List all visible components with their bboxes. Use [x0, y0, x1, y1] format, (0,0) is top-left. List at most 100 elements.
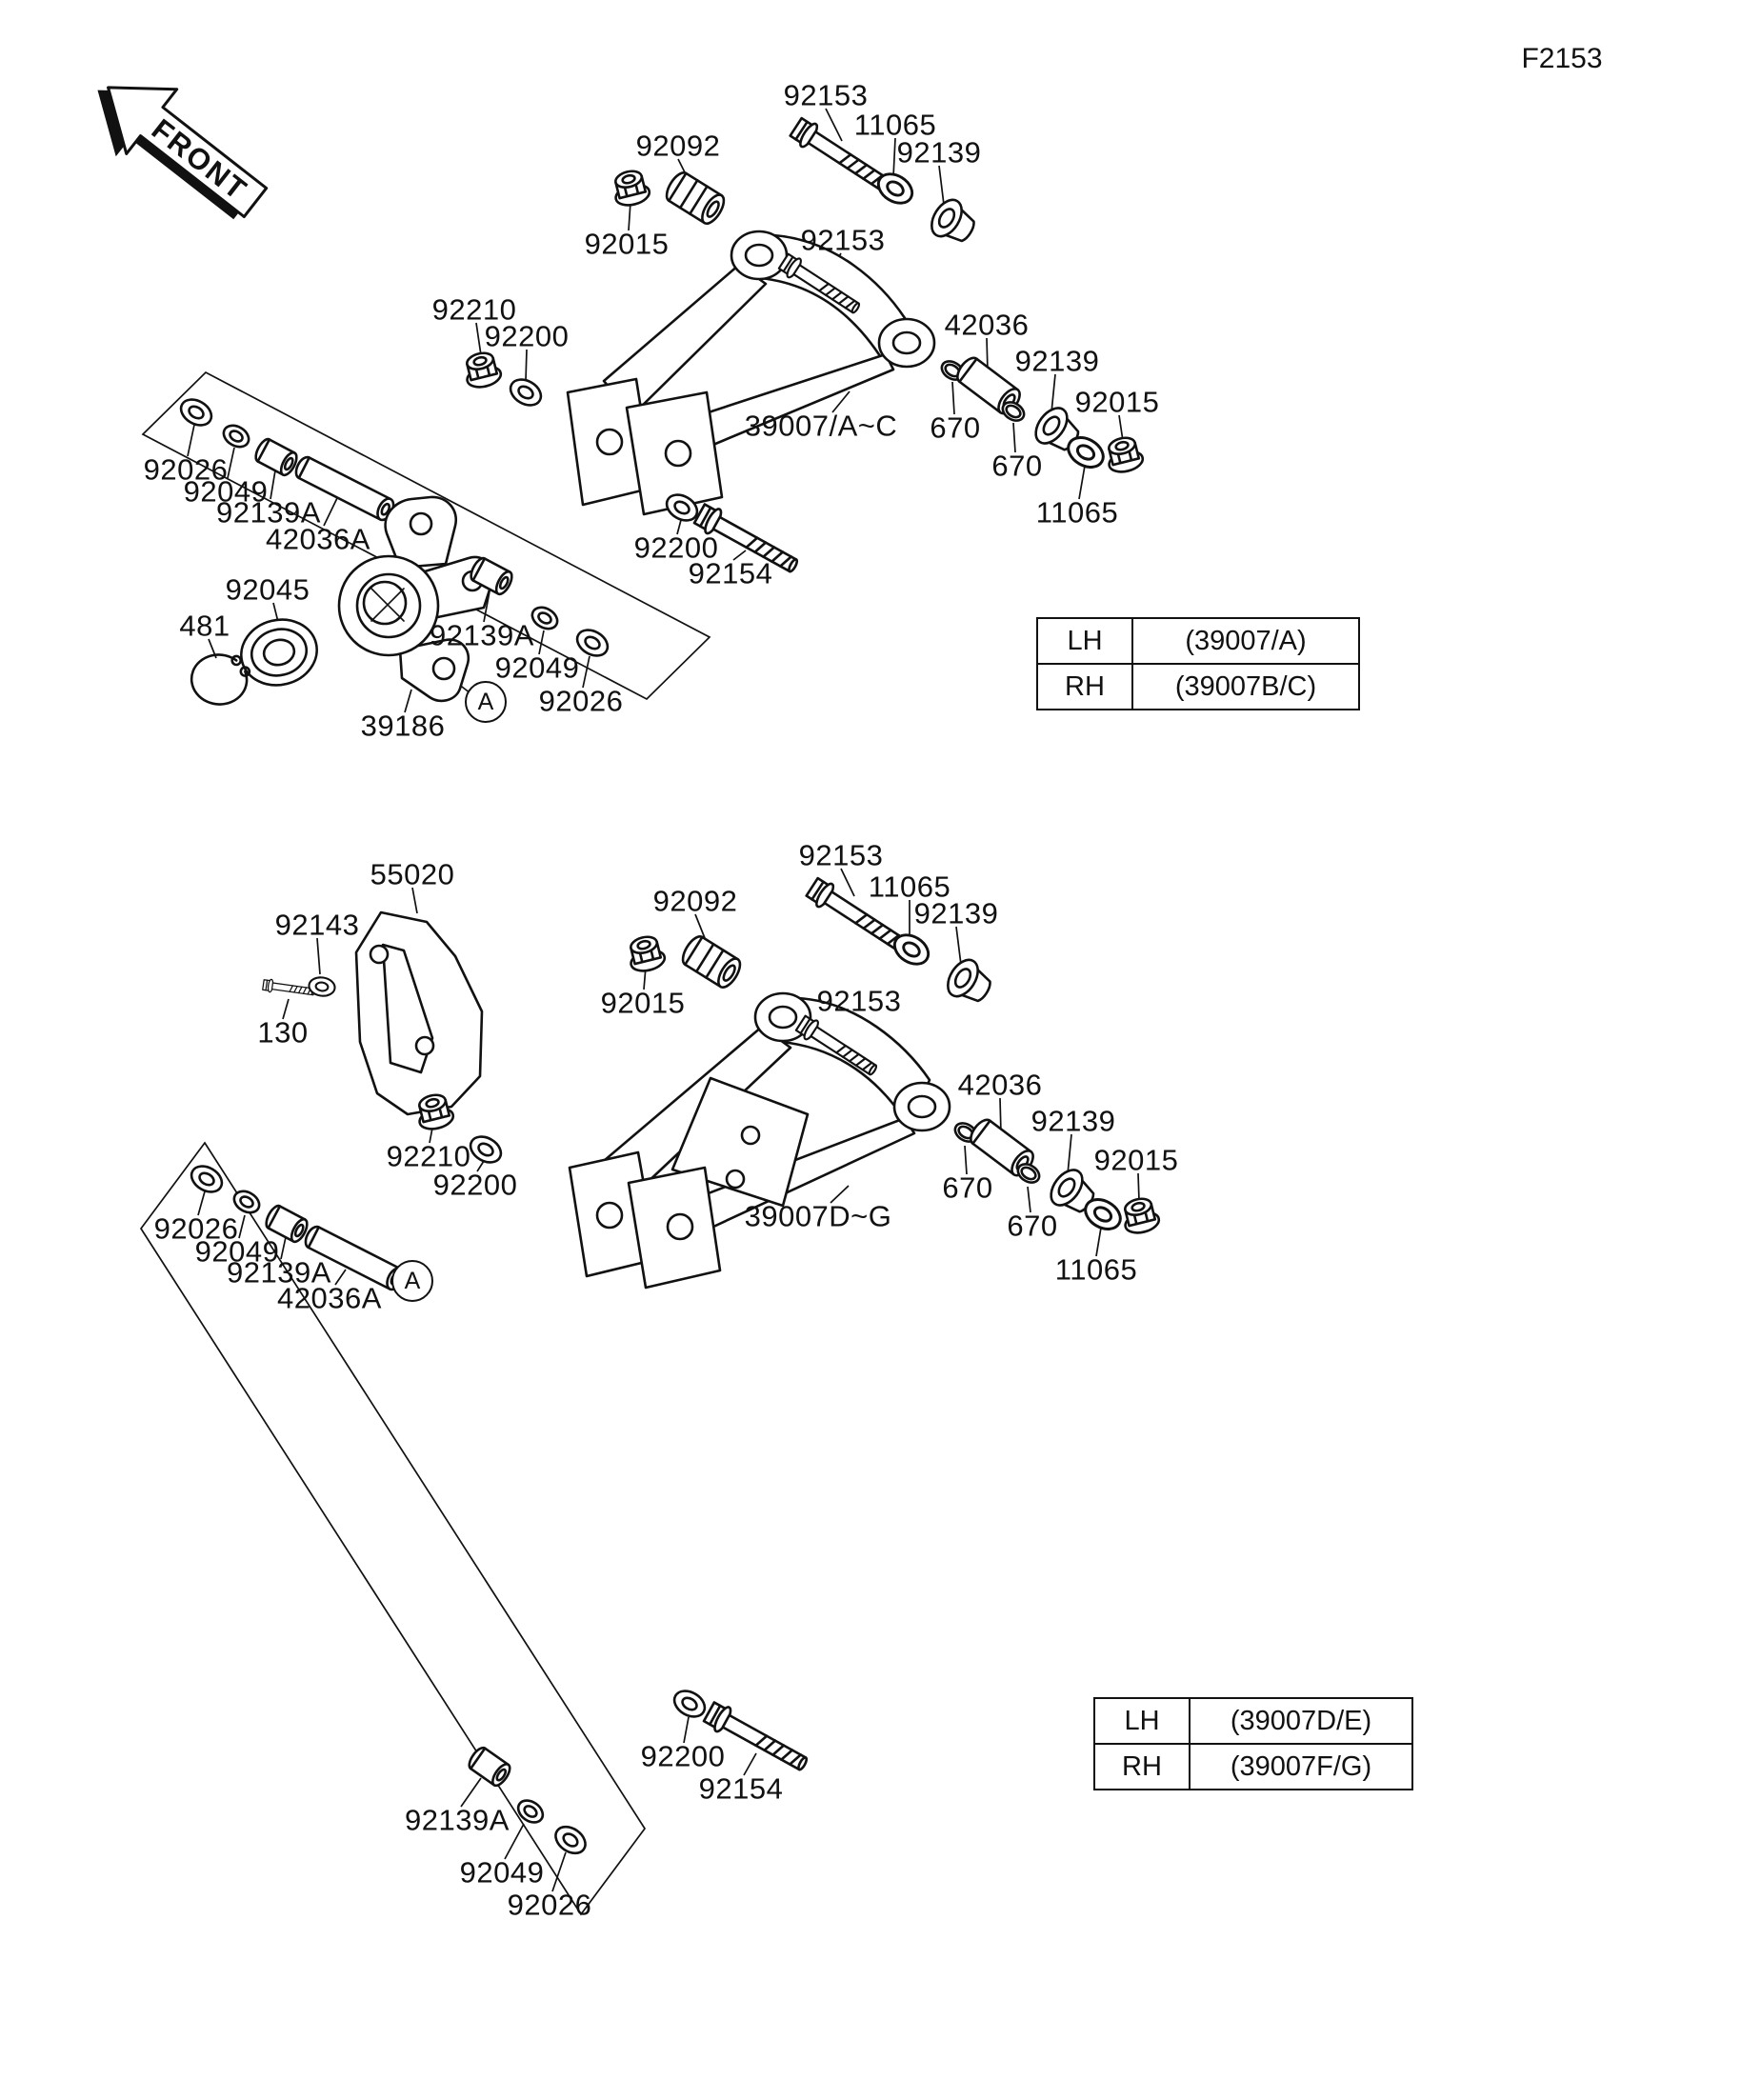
part-label-oring1-upper: 670: [930, 410, 981, 445]
part-label-bushing-right-upper: 92139A: [430, 618, 534, 652]
part-label-bearing-upper: 92045: [225, 572, 310, 607]
washer-drawing: [504, 372, 548, 412]
part-label-shaft-lower: 42036A: [277, 1281, 382, 1315]
washer-drawing: [174, 392, 218, 432]
flange-nut-drawing: [1102, 432, 1147, 477]
part-label-sleeve-lower: 42036: [957, 1068, 1043, 1102]
part-label-arm-lower: 39007D~G: [744, 1199, 892, 1233]
part-label-bolt-mid-upper: 92153: [800, 223, 886, 257]
part-label-oring2-lower: 670: [1007, 1209, 1058, 1243]
flange-nut-drawing: [1118, 1193, 1163, 1238]
part-label-washer-bolt-lower: 92200: [640, 1739, 726, 1773]
variant-table-upper: LH (39007/A) RH (39007B/C): [1036, 617, 1360, 710]
rubber-bushing-drawing: [677, 931, 746, 992]
washer-drawing: [549, 1820, 592, 1860]
table-cell-part-rh: (39007F/G): [1230, 1750, 1372, 1782]
upper-arm-drawing: [566, 230, 936, 516]
figure-code: F2153: [1521, 43, 1603, 74]
part-drawings: [174, 114, 1163, 1860]
part-label-bushing-bottom-lower: 92139A: [405, 1803, 510, 1837]
part-label-washer-pivot-upper: 92200: [484, 319, 570, 353]
part-label-bolt-top-lower: 92153: [798, 838, 884, 872]
washer-drawing: [668, 1684, 711, 1724]
part-label-washer-right2-lower: 11065: [1054, 1252, 1138, 1287]
part-label-seal-left-upper: 92049: [183, 474, 269, 509]
part-label-oring1-lower: 670: [942, 1170, 993, 1205]
part-label-washer-pivot-lower: 92200: [432, 1168, 518, 1202]
part-label-nut-pivot-upper: 92210: [431, 292, 517, 327]
seal-drawing: [218, 420, 254, 452]
part-label-washer-top-upper: 11065: [853, 108, 937, 142]
washer-drawing: [464, 1130, 508, 1170]
table-cell-part-lh: (39007D/E): [1230, 1705, 1372, 1736]
flange-nut-drawing: [609, 166, 653, 210]
part-label-washer-bottom-lower: 92026: [507, 1888, 592, 1922]
detail-marker-a-lower: A: [391, 1260, 433, 1302]
rubber-bushing-drawing: [661, 168, 730, 229]
part-label-nut-right-upper: 92015: [1074, 385, 1160, 419]
part-label-nut-top-upper: 92015: [584, 227, 670, 261]
part-label-circlip-upper: 481: [179, 609, 230, 643]
table-cell-side-rh: RH: [1095, 1745, 1191, 1789]
part-label-nut-right-lower: 92015: [1093, 1143, 1179, 1177]
part-label-arm-upper: 39007/A~C: [744, 409, 898, 443]
guard-drawing: [354, 910, 484, 1116]
cup-bushing-drawing: [924, 193, 983, 251]
axis-guide-upper: [141, 370, 711, 701]
front-arrow: FRONT: [97, 86, 269, 220]
part-label-bushing-left-lower: 92139A: [227, 1255, 331, 1290]
part-label-nut-top-lower: 92015: [600, 986, 686, 1020]
table-cell-side-lh: LH: [1095, 1699, 1191, 1743]
table-cell-part-rh: (39007B/C): [1174, 670, 1317, 702]
part-label-bolt-top-upper: 92153: [783, 78, 869, 112]
cup-bushing-drawing: [940, 953, 999, 1011]
lower-leader-lines: [197, 868, 1140, 1892]
part-label-sleeve-upper: 42036: [944, 308, 1030, 342]
part-label-knuckle-upper: 39186: [360, 709, 446, 743]
seal-drawing: [512, 1794, 549, 1829]
part-label-pivot-bolt-upper: 92154: [688, 556, 773, 590]
part-label-washer-right-upper: 92026: [538, 684, 624, 718]
axis-guide-lower: [139, 1141, 647, 1916]
pivot-bushing-drawing: [251, 435, 301, 479]
guard-bolt-drawing: [261, 977, 316, 999]
table-row: RH (39007B/C): [1038, 663, 1358, 709]
part-label-washer-left-lower: 92026: [153, 1211, 239, 1246]
table-row: LH (39007D/E): [1095, 1699, 1411, 1743]
upper-leader-lines: [187, 108, 1124, 713]
part-label-washer-bolt-upper: 92200: [633, 530, 719, 565]
table-cell-part-lh: (39007/A): [1185, 625, 1307, 656]
part-label-seal-right-upper: 92049: [494, 650, 580, 685]
variant-table-lower: LH (39007D/E) RH (39007F/G): [1093, 1697, 1413, 1790]
part-label-guard-lower: 55020: [370, 857, 455, 891]
part-label-bushing-lower: 92092: [652, 884, 738, 918]
leader-lines: [139, 108, 1140, 1916]
part-label-seal-bottom-lower: 92049: [459, 1855, 545, 1890]
part-label-bushing-left-upper: 92139A: [216, 495, 321, 530]
part-label-oring2-upper: 670: [991, 449, 1043, 483]
pivot-bushing-drawing: [465, 1744, 514, 1790]
part-label-washer-left-upper: 92026: [143, 452, 229, 487]
part-label-guard-washer-lower: 92143: [274, 908, 360, 942]
part-label-cup-right-upper: 92139: [1014, 344, 1100, 378]
knuckle-drawing: [337, 495, 495, 703]
detail-marker-letter: A: [477, 688, 494, 715]
flange-nut-drawing: [460, 348, 505, 392]
part-label-cup-top-lower: 92139: [913, 896, 999, 930]
detail-marker-a-upper: A: [465, 681, 507, 723]
table-cell-side-rh: RH: [1038, 665, 1133, 709]
detail-marker-letter: A: [404, 1267, 421, 1294]
part-label-washer-top-lower: 11065: [868, 870, 951, 904]
part-label-seal-left-lower: 92049: [194, 1234, 280, 1269]
part-label-guard-bolt-lower: 130: [257, 1015, 309, 1050]
part-label-cup-right-lower: 92139: [1031, 1104, 1116, 1138]
lower-arm-drawing: [568, 991, 951, 1290]
part-label-bolt-mid-lower: 92153: [816, 984, 902, 1018]
table-row: LH (39007/A): [1038, 619, 1358, 663]
table-row: RH (39007F/G): [1095, 1743, 1411, 1789]
table-cell-side-lh: LH: [1038, 619, 1133, 663]
part-label-washer-right2-upper: 11065: [1035, 495, 1119, 530]
part-label-pivot-bolt-lower: 92154: [698, 1771, 784, 1806]
